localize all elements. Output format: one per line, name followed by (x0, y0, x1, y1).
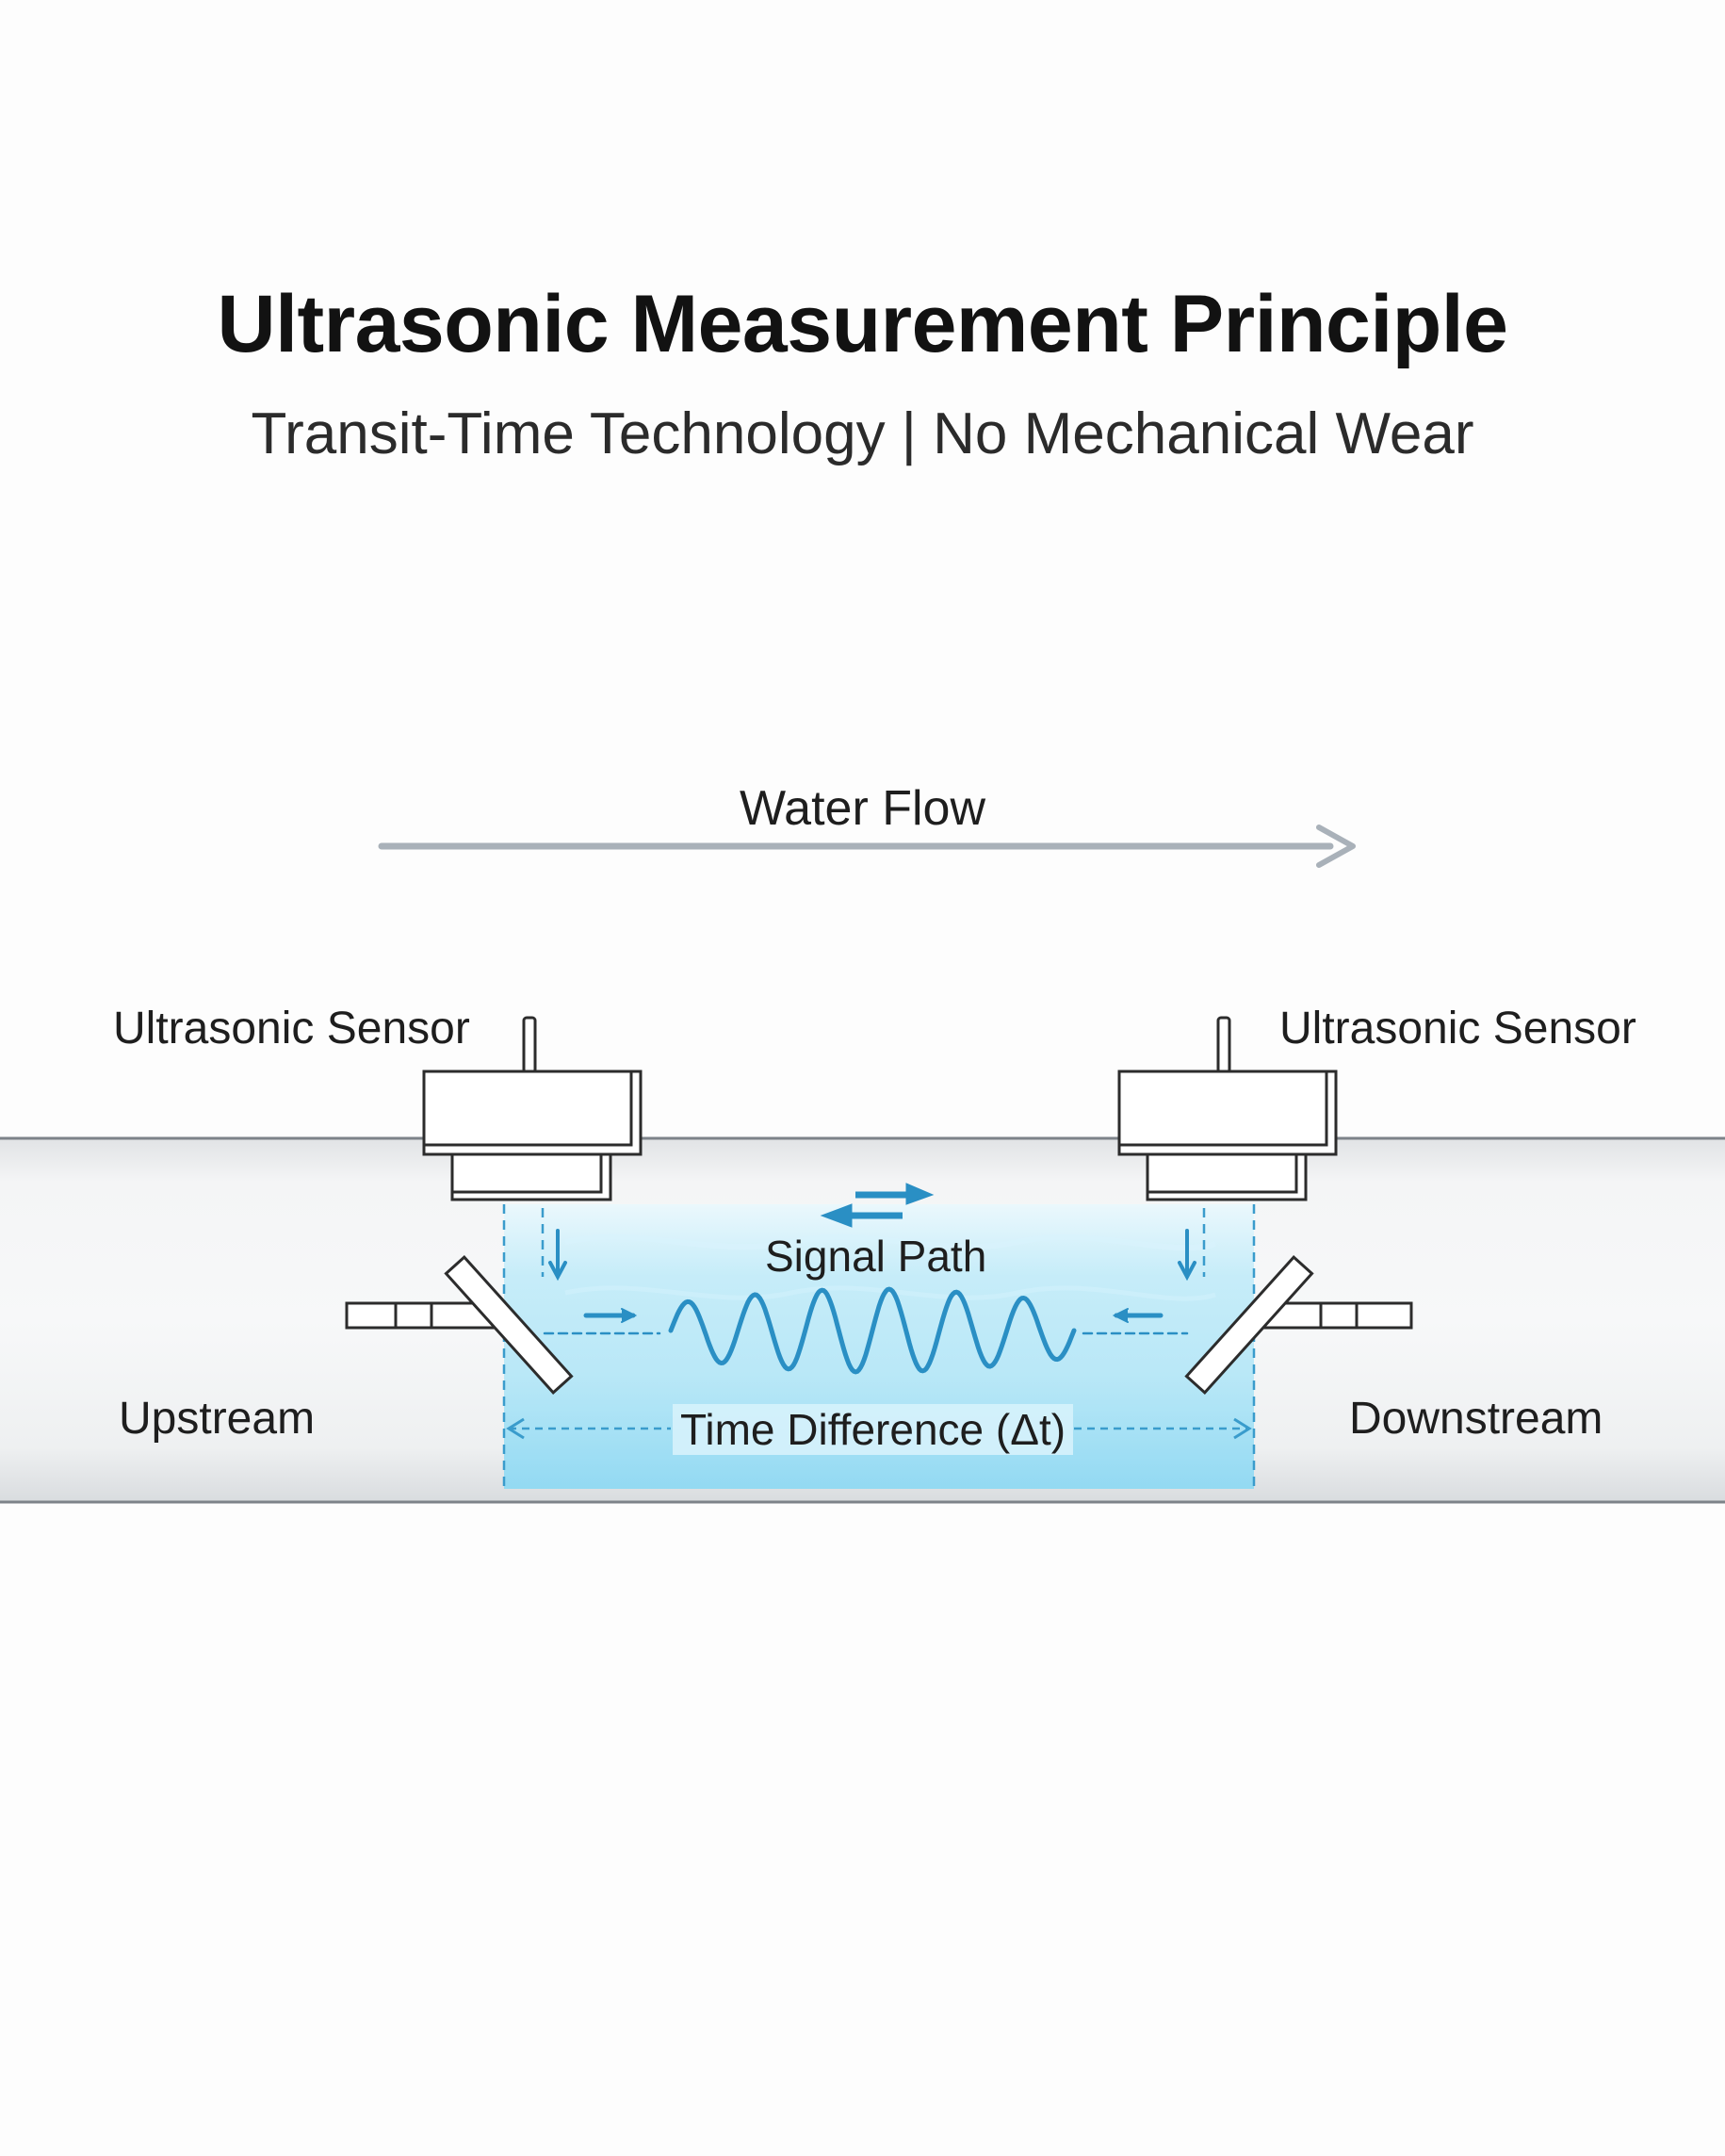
right-sensor-label: Ultrasonic Sensor (1279, 1004, 1636, 1054)
bidirectional-arrows-icon (820, 1183, 935, 1228)
page-subtitle: Transit-Time Technology | No Mechanical … (251, 401, 1474, 466)
reflector-icon (1184, 1255, 1413, 1395)
wave-icon (668, 1286, 1077, 1375)
downstream-label: Downstream (1349, 1394, 1603, 1444)
time-difference-line (506, 1417, 1252, 1440)
reflector-icon (345, 1255, 574, 1395)
page-title: Ultrasonic Measurement Principle (217, 279, 1509, 369)
sensor-icon (1117, 1016, 1338, 1201)
left-sensor-label: Ultrasonic Sensor (113, 1004, 470, 1054)
flow-arrow-icon (378, 825, 1356, 868)
sensor-icon (422, 1016, 643, 1201)
water-flow-label: Water Flow (740, 781, 985, 836)
signal-path (543, 1229, 1196, 1335)
upstream-label: Upstream (119, 1394, 316, 1444)
time-difference-label: Time Difference (Δt) (673, 1404, 1074, 1455)
signal-path-label: Signal Path (765, 1232, 987, 1281)
